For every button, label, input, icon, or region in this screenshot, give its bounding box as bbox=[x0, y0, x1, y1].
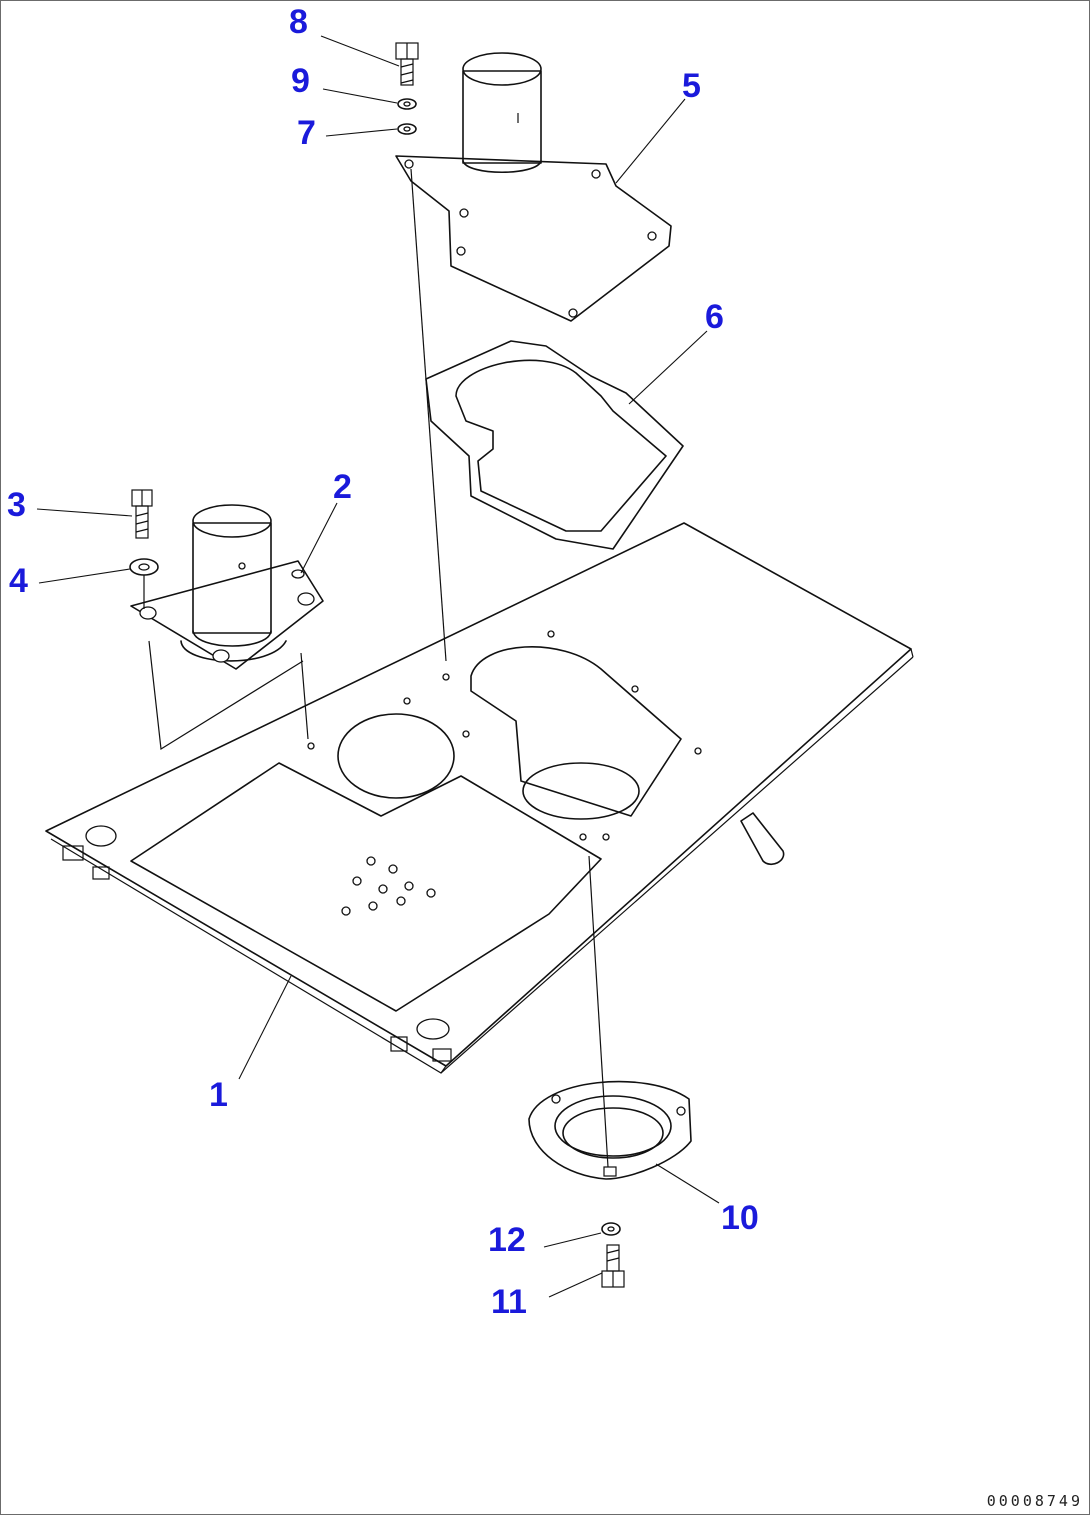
washer-part-12 bbox=[601, 1222, 621, 1236]
washer-part-7 bbox=[397, 123, 417, 135]
flanged-tube-part-2 bbox=[130, 504, 324, 670]
drawing-code: 00008749 bbox=[986, 1492, 1083, 1510]
callout-11: 11 bbox=[491, 1283, 527, 1321]
callout-8: 8 bbox=[289, 3, 308, 41]
callout-2: 2 bbox=[333, 468, 352, 506]
callout-1: 1 bbox=[209, 1076, 228, 1114]
ring-flange-part-10 bbox=[528, 1080, 692, 1180]
callout-6: 6 bbox=[705, 298, 724, 336]
callout-3: 3 bbox=[7, 486, 26, 524]
washer-part-4 bbox=[129, 558, 159, 576]
gasket-part-6 bbox=[425, 340, 684, 550]
assembly-line-part-2-right bbox=[300, 652, 309, 740]
bolt-part-8 bbox=[395, 42, 419, 86]
callout-9: 9 bbox=[291, 62, 310, 100]
assembly-line-part-2-left bbox=[148, 640, 304, 751]
callout-12: 12 bbox=[488, 1221, 526, 1259]
callout-7: 7 bbox=[297, 114, 316, 152]
bolt-part-11 bbox=[601, 1244, 625, 1288]
leader-lines bbox=[36, 35, 720, 1298]
assembly-line-flange-10 bbox=[588, 855, 609, 1168]
callout-4: 4 bbox=[9, 562, 28, 600]
callout-10: 10 bbox=[721, 1199, 759, 1237]
cover-part-5 bbox=[395, 52, 672, 322]
callout-5: 5 bbox=[682, 67, 701, 105]
base-plate-part-1 bbox=[45, 522, 914, 1074]
assembly-line-bolt-8 bbox=[410, 168, 447, 662]
washer-part-9 bbox=[397, 98, 417, 110]
bolt-part-3 bbox=[131, 489, 153, 539]
